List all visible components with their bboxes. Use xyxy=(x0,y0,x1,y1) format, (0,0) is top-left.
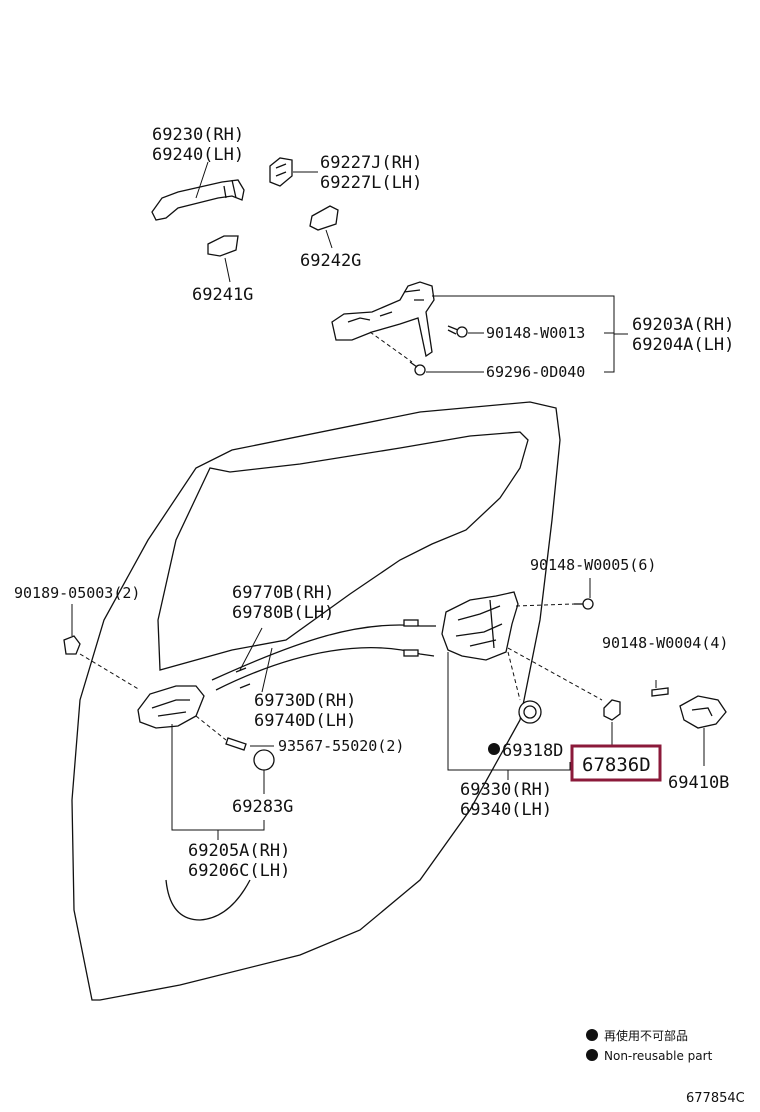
label-highlighted: 67836D xyxy=(582,754,651,776)
bolt-w0013-part xyxy=(447,325,468,338)
label-frame-rh: 69203A(RH) xyxy=(632,315,734,335)
label-cable-730d: 69730D(RH) xyxy=(254,691,356,711)
label-inner-rh: 69205A(RH) xyxy=(188,841,290,861)
cap-g-part xyxy=(253,749,275,771)
clip-05003-part xyxy=(63,635,81,655)
outside-handle xyxy=(151,179,245,221)
screw-w0004-part xyxy=(651,687,669,697)
reference-code: 677854C xyxy=(686,1091,745,1106)
handle-frame-part xyxy=(331,281,435,358)
handle-cover-part xyxy=(269,157,293,187)
label-bolt-0d040: 69296-0D040 xyxy=(486,363,585,381)
legend-dot-1 xyxy=(586,1029,598,1041)
label-grommet: 69318D xyxy=(502,741,563,761)
door-lock-part xyxy=(441,591,519,661)
bolt-0d040-part xyxy=(409,361,426,376)
label-bolt-w0013: 90148-W0013 xyxy=(486,324,585,342)
label-frame-lh: 69204A(LH) xyxy=(632,335,734,355)
label-pad-241g: 69241G xyxy=(192,285,253,305)
legend-line-1: 再使用不可部品 xyxy=(604,1028,688,1043)
cables xyxy=(211,619,436,691)
inside-handle-part xyxy=(137,685,205,729)
label-screw-w0004: 90148-W0004(4) xyxy=(602,634,728,652)
highlighted-part xyxy=(603,699,621,721)
screw-w0005-part xyxy=(574,598,594,610)
label-cap-g: 69283G xyxy=(232,797,293,817)
label-cover-rh: 69227J(RH) xyxy=(320,153,422,173)
label-cable-740d: 69740D(LH) xyxy=(254,711,356,731)
label-cable-770b: 69770B(RH) xyxy=(232,583,334,603)
label-screw-w0005: 90148-W0005(6) xyxy=(530,556,656,574)
label-handle-rh: 69230(RH) xyxy=(152,125,244,145)
label-clip-05003: 90189-05003(2) xyxy=(14,584,140,602)
label-cover-lh: 69227L(LH) xyxy=(320,173,422,193)
highlight-box xyxy=(570,744,662,782)
legend-dot-2 xyxy=(586,1049,598,1061)
label-cable-780b: 69780B(LH) xyxy=(232,603,334,623)
label-screw-55020: 93567-55020(2) xyxy=(278,737,404,755)
striker-part xyxy=(679,695,727,729)
label-handle-lh: 69240(LH) xyxy=(152,145,244,165)
non-reusable-mark xyxy=(488,743,500,755)
pad-241g-part xyxy=(207,235,239,257)
screw-55020-part xyxy=(225,737,247,751)
label-inner-lh: 69206C(LH) xyxy=(188,861,290,881)
legend-line-2: Non-reusable part xyxy=(604,1049,713,1063)
label-lock-rh: 69330(RH) xyxy=(460,780,552,800)
label-pad-g: 69242G xyxy=(300,251,361,271)
label-striker: 69410B xyxy=(668,773,729,793)
label-lock-lh: 69340(LH) xyxy=(460,800,552,820)
grommet-part xyxy=(518,700,542,724)
door-outline xyxy=(71,401,561,1001)
pad-g-part xyxy=(309,205,339,231)
